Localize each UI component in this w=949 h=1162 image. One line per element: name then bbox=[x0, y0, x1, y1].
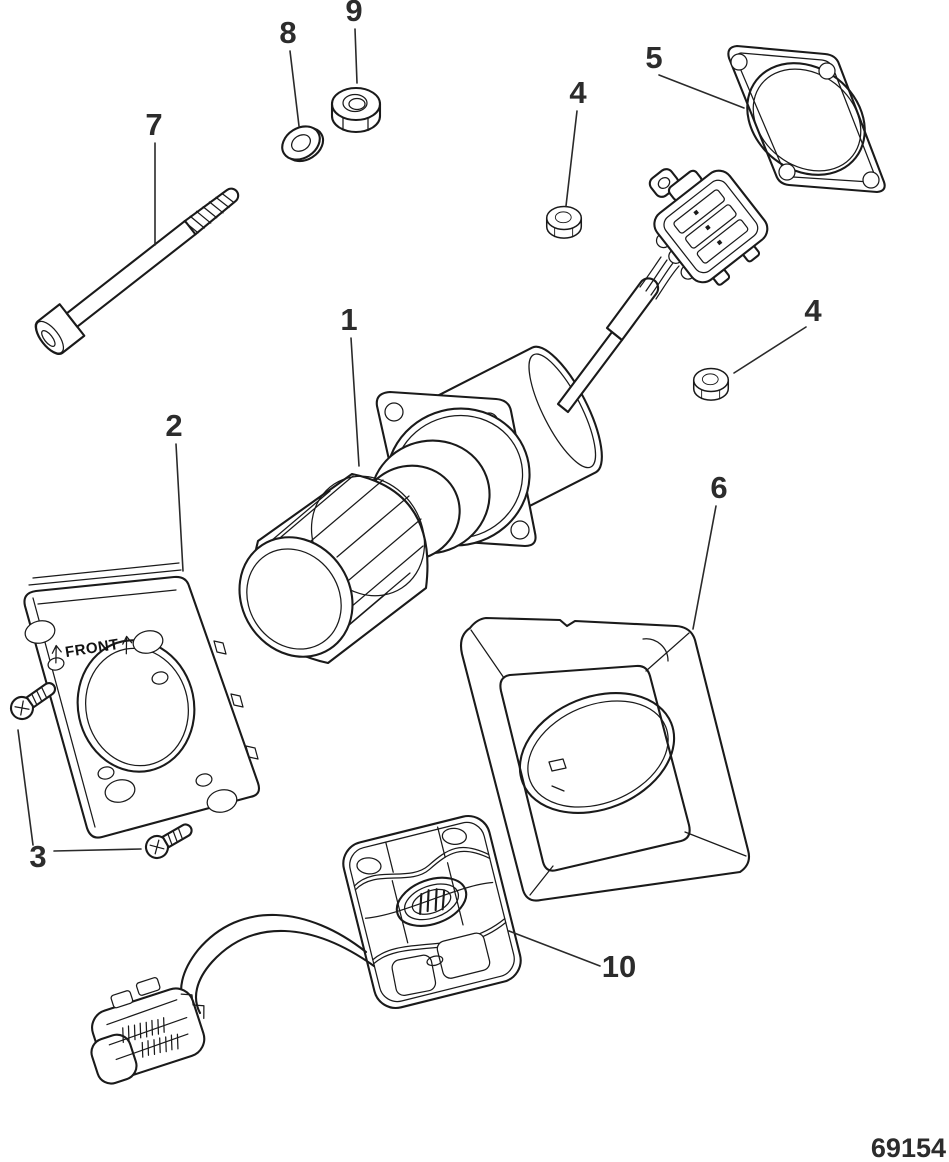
leader-lines bbox=[17, 28, 807, 967]
part-2-mounting-plate: FRONT bbox=[23, 562, 261, 839]
callout-4-upper: 4 bbox=[569, 75, 587, 110]
callout-5: 5 bbox=[645, 40, 662, 75]
callout-7: 7 bbox=[145, 107, 162, 142]
callout-4-lower: 4 bbox=[804, 293, 822, 328]
knob bbox=[238, 472, 429, 665]
part-5-gasket bbox=[727, 44, 886, 194]
part-10-switch-panel bbox=[342, 814, 522, 1010]
front-arrow-icon bbox=[122, 635, 133, 655]
part-4-nut-upper bbox=[545, 205, 583, 239]
callout-8: 8 bbox=[279, 15, 296, 50]
lead-connector bbox=[653, 169, 769, 286]
part-3-screw-lower bbox=[144, 823, 193, 860]
switch-cable bbox=[180, 913, 376, 1015]
part-8-washer bbox=[281, 125, 325, 163]
callout-3: 3 bbox=[29, 839, 46, 874]
harness-connector bbox=[90, 977, 206, 1085]
part-6-cover bbox=[459, 616, 751, 902]
part-9-nut bbox=[330, 86, 382, 133]
drawing-number: 69154 bbox=[871, 1133, 946, 1162]
front-arrow-icon bbox=[51, 644, 62, 664]
callout-1: 1 bbox=[340, 302, 357, 337]
part-4-nut-lower bbox=[692, 367, 730, 401]
callout-10: 10 bbox=[602, 949, 636, 984]
part-7-bolt bbox=[34, 187, 240, 355]
callout-6: 6 bbox=[710, 470, 727, 505]
callout-2: 2 bbox=[165, 408, 182, 443]
callout-9: 9 bbox=[345, 0, 362, 28]
part-3-screw-upper bbox=[9, 682, 57, 721]
part-1-main-assembly bbox=[238, 168, 769, 665]
